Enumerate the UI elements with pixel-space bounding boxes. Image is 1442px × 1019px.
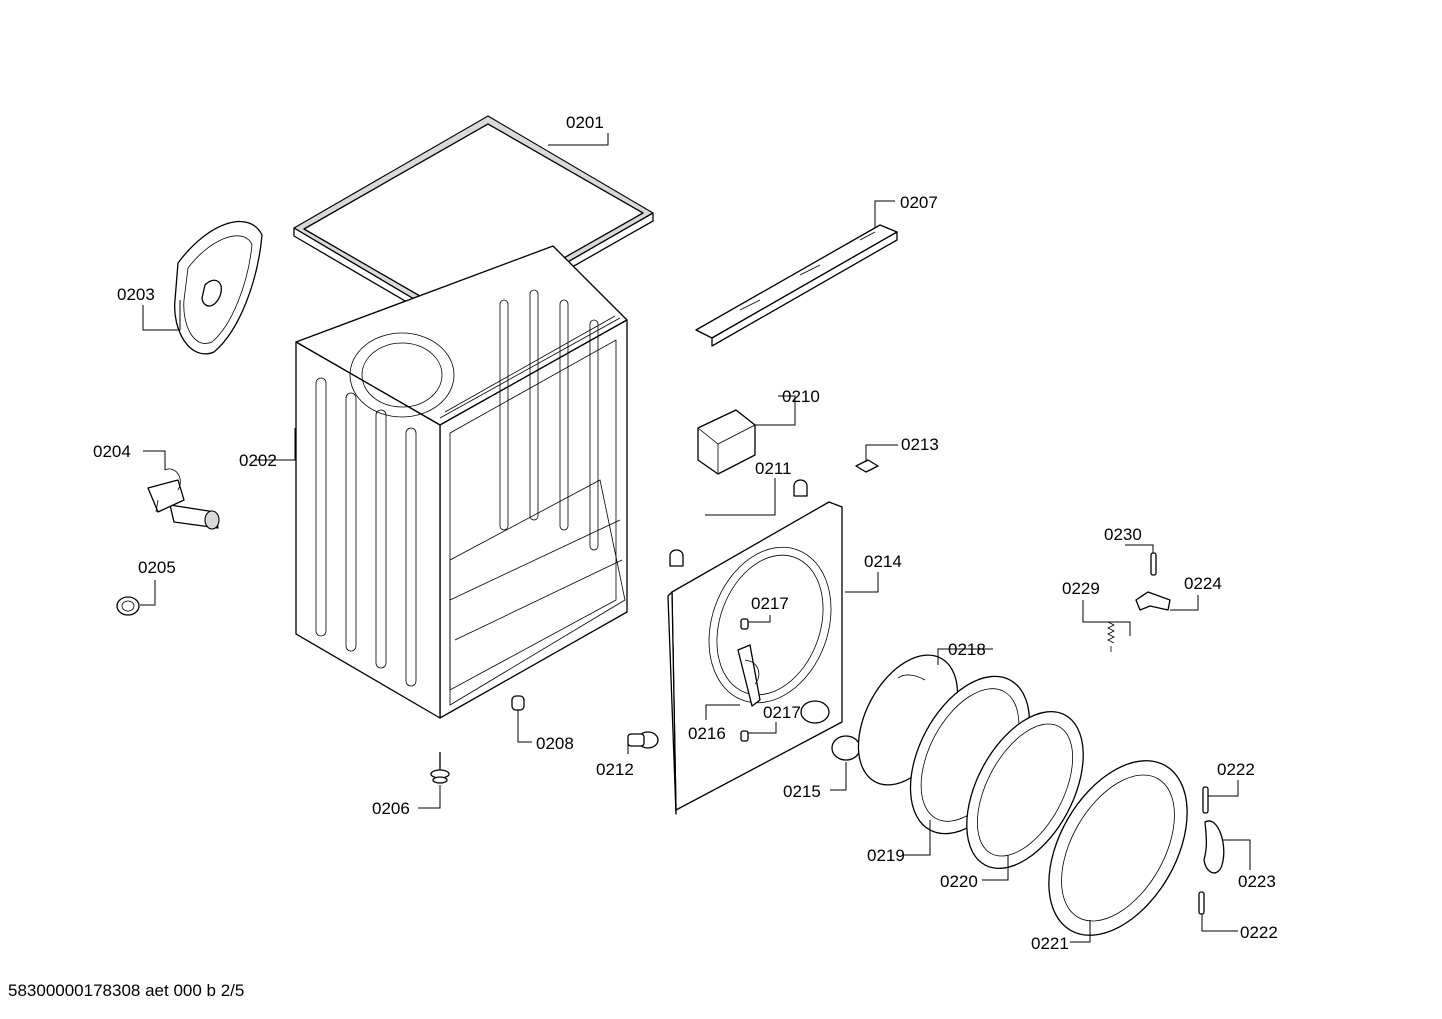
small-plate-part	[855, 459, 879, 473]
label-0222-upper: 0222	[1217, 760, 1255, 779]
label-0215: 0215	[783, 782, 821, 801]
label-0230: 0230	[1104, 525, 1142, 544]
label-0203: 0203	[117, 285, 155, 304]
door-glass-part	[966, 710, 1084, 870]
label-0205: 0205	[138, 558, 176, 577]
label-0222-lower: 0222	[1240, 923, 1278, 942]
pin-part-lower	[740, 730, 749, 742]
cap-button-part	[831, 735, 861, 761]
label-0223: 0223	[1238, 872, 1276, 891]
label-0224: 0224	[1184, 574, 1222, 593]
label-0210: 0210	[782, 387, 820, 406]
leader-lines	[140, 133, 1251, 943]
door-catch-part	[1135, 591, 1171, 611]
label-0229: 0229	[1062, 579, 1100, 598]
spring-part	[1107, 621, 1115, 652]
catch-pin-part	[1150, 552, 1157, 576]
label-0218: 0218	[948, 640, 986, 659]
housing-cabinet-part	[295, 245, 628, 719]
label-0217-upper: 0217	[751, 594, 789, 613]
hinge-clip-part	[669, 479, 808, 567]
label-0217-lower: 0217	[763, 703, 801, 722]
label-0201: 0201	[566, 113, 604, 132]
label-0219: 0219	[867, 846, 905, 865]
hinge-pin-part-upper	[1202, 786, 1209, 814]
label-0211: 0211	[755, 459, 792, 478]
label-0213: 0213	[901, 435, 939, 454]
label-0208: 0208	[536, 734, 574, 753]
pin-part-upper	[740, 618, 749, 630]
door-lock-part	[697, 409, 756, 475]
label-0214: 0214	[864, 552, 902, 571]
label-0204: 0204	[93, 442, 131, 461]
lever-part	[737, 644, 761, 707]
label-0216: 0216	[688, 724, 726, 743]
label-0221: 0221	[1031, 934, 1069, 953]
door-hinge-part	[1203, 820, 1225, 874]
hinge-pin-part-lower	[1198, 891, 1205, 915]
adjustable-foot-part	[430, 752, 450, 784]
label-0220: 0220	[940, 872, 978, 891]
front-panel-part	[667, 501, 843, 815]
label-0206: 0206	[372, 799, 410, 818]
outer-door-ring-part	[1048, 760, 1188, 936]
label-0207: 0207	[900, 193, 938, 212]
label-0202: 0202	[239, 451, 277, 470]
heating-element-part	[147, 468, 220, 530]
cap-part	[116, 596, 140, 616]
crossbar-rail-part	[695, 224, 898, 347]
sensor-valve-part	[627, 731, 659, 749]
plug-part	[511, 695, 525, 711]
rear-cover-plate-part	[174, 220, 263, 355]
part-labels: 0201 0202 0203 0204 0205 0206 0207 0208 …	[93, 113, 1278, 953]
drawing-reference-number: 58300000178308 aet 000 b 2/5	[8, 981, 245, 1000]
label-0212: 0212	[596, 760, 634, 779]
